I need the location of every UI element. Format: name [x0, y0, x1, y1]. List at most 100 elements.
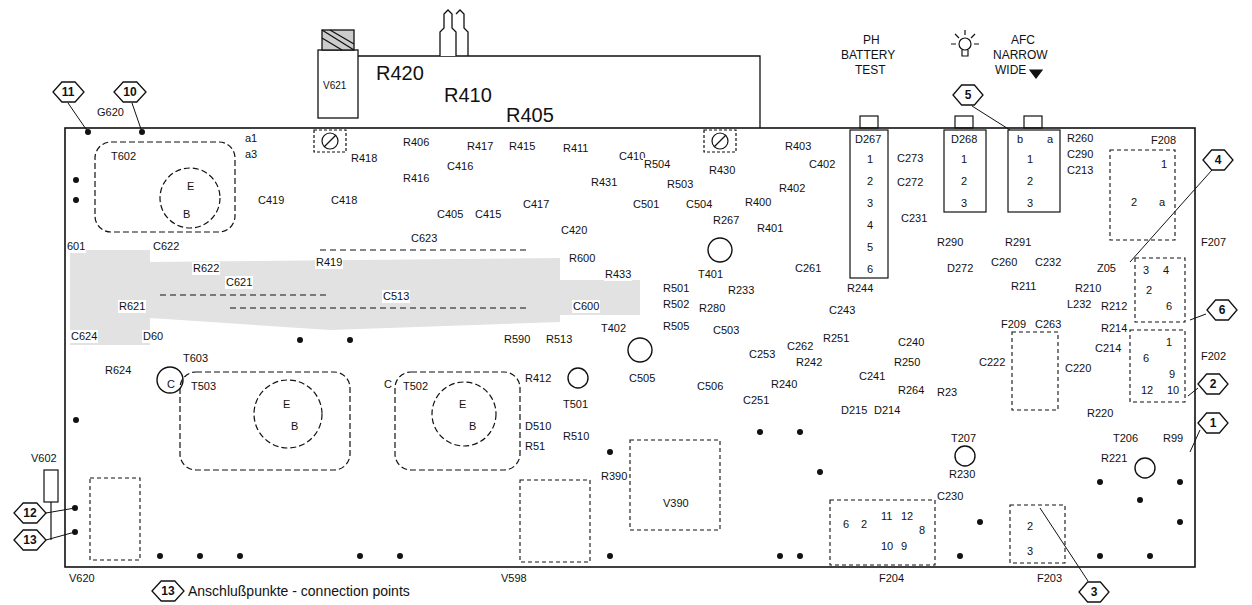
part-label: 3: [1142, 264, 1150, 277]
part-label: 2: [1130, 196, 1138, 209]
coil-outlines: [90, 150, 1185, 565]
part-label: C417: [522, 198, 550, 211]
callout-number: 11: [62, 86, 75, 98]
part-label: 9: [1168, 368, 1176, 381]
part-label: R513: [545, 333, 573, 346]
part-label: C253: [748, 348, 776, 361]
callout-diamond: 6: [1206, 299, 1238, 321]
part-label: R291: [1004, 236, 1032, 249]
part-label: R233: [727, 284, 755, 297]
part-label: C402: [808, 158, 836, 171]
part-label: V602: [30, 452, 58, 465]
part-label: T603: [182, 352, 209, 365]
part-label: 5: [866, 241, 874, 254]
part-label: C273: [896, 152, 924, 165]
part-label: 3: [866, 197, 874, 210]
callout-diamond: 1: [1197, 412, 1229, 434]
callout-diamond: 5: [952, 84, 984, 106]
part-label: R242: [795, 356, 823, 369]
part-label: C222: [978, 356, 1006, 369]
part-label: C231: [900, 212, 928, 225]
part-label: V598: [500, 572, 528, 585]
part-label: 3: [1026, 545, 1034, 558]
part-label: C501: [632, 198, 660, 211]
part-label: 11: [880, 510, 893, 523]
part-label: 2: [1026, 520, 1034, 533]
part-label: C420: [560, 224, 588, 237]
callout-diamond: 4: [1202, 149, 1234, 171]
callout-number: 6: [1219, 304, 1226, 316]
part-label: R250: [893, 356, 921, 369]
part-label: 2: [860, 518, 868, 531]
part-label: C: [383, 378, 393, 391]
part-label: R23: [936, 386, 958, 399]
part-label: 6: [1142, 352, 1150, 365]
part-label: R504: [643, 158, 671, 171]
part-label: B: [182, 208, 191, 221]
part-label: C405: [436, 208, 464, 221]
part-label: C513: [382, 290, 410, 303]
callout-diamond: 12: [13, 502, 47, 524]
part-label: E: [186, 180, 195, 193]
part-label: 8: [918, 524, 926, 537]
part-label: V620: [68, 572, 96, 585]
part-label: C505: [628, 372, 656, 385]
part-label: F207: [1200, 236, 1227, 249]
part-label: F208: [1150, 134, 1177, 147]
part-label: 2: [866, 175, 874, 188]
part-label: R503: [666, 178, 694, 191]
part-label: C503: [712, 324, 740, 337]
part-label: 601: [66, 240, 86, 253]
part-label: T602: [110, 150, 137, 163]
part-label: R220: [1086, 407, 1114, 420]
part-label: 1: [1165, 336, 1173, 349]
part-label: D267: [854, 133, 882, 146]
part-label: C230: [936, 490, 964, 503]
part-label: T401: [697, 268, 724, 281]
part-label: C232: [1034, 256, 1062, 269]
part-label: 1: [1160, 158, 1168, 171]
leader-lines: [46, 103, 1212, 581]
part-label: D215: [840, 404, 868, 417]
board-outline: [65, 128, 1195, 567]
part-label: R400: [744, 196, 772, 209]
callout-number: 12: [23, 507, 36, 519]
part-label: 4: [1162, 264, 1170, 277]
part-label: R501: [662, 282, 690, 295]
part-label: R410: [443, 84, 493, 107]
part-label: R405: [505, 104, 555, 127]
part-label: C220: [1064, 362, 1092, 375]
part-label: C260: [990, 256, 1018, 269]
part-label: R510: [562, 430, 590, 443]
small-transistors: [157, 238, 1155, 478]
part-label: 12: [900, 510, 914, 523]
part-label: T501: [562, 398, 589, 411]
part-label: C214: [1094, 342, 1122, 355]
lamp-symbol: [951, 30, 979, 56]
transistor-outlines: [95, 142, 520, 470]
part-label: 2: [960, 175, 968, 188]
part-label: R244: [846, 282, 874, 295]
part-label: D510: [524, 420, 552, 433]
callout-number: 5: [965, 89, 972, 101]
part-label: C272: [896, 176, 924, 189]
part-label: R430: [708, 164, 736, 177]
part-label: F202: [1200, 350, 1227, 363]
part-label: R390: [600, 470, 628, 483]
part-label: C419: [257, 194, 285, 207]
part-label: R212: [1100, 300, 1128, 313]
part-label: C418: [330, 194, 358, 207]
part-label: WIDE: [994, 64, 1027, 78]
part-label: F209: [1000, 318, 1027, 331]
callout-number: 4: [1215, 154, 1222, 166]
part-label: a: [1046, 133, 1054, 146]
part-label: R211: [1010, 280, 1037, 293]
part-label: R411: [562, 142, 589, 155]
part-label: R600: [568, 252, 596, 265]
part-label: F204: [878, 572, 905, 585]
part-label: R280: [698, 302, 726, 315]
part-label: C624: [70, 330, 98, 343]
part-label: C600: [572, 300, 600, 313]
part-label: C416: [446, 160, 474, 173]
